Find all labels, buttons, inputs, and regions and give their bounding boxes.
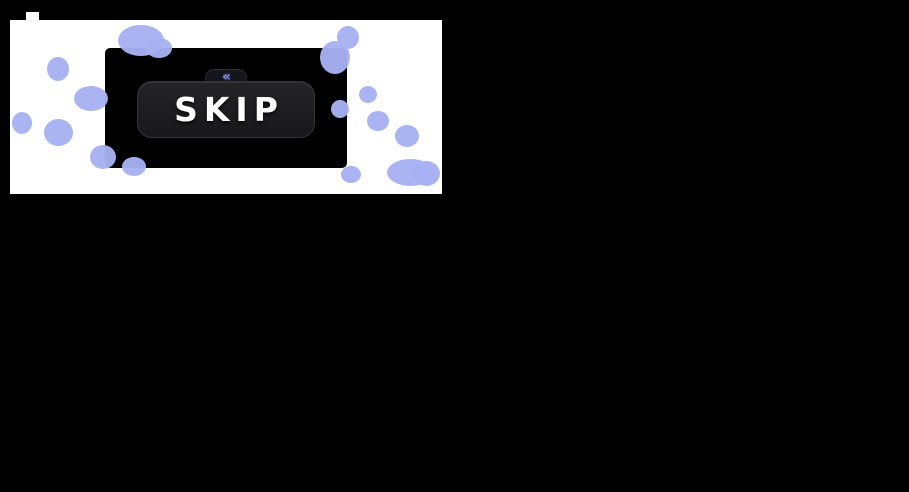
skip-button[interactable]: SKIP <box>137 81 315 138</box>
skip-button-label: SKIP <box>174 90 284 129</box>
skip-overlay: « SKIP <box>105 48 347 168</box>
white-speck <box>26 12 39 21</box>
drawing-canvas[interactable]: « SKIP <box>10 20 442 194</box>
double-chevron-left-icon: « <box>221 69 231 85</box>
